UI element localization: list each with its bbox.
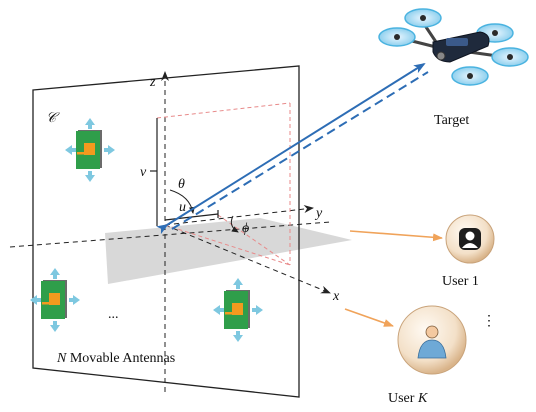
link-user-1: [349, 230, 443, 242]
user-k-icon: [397, 305, 467, 375]
antenna-ellipsis: ...: [108, 307, 119, 322]
theta-label: θ: [178, 177, 185, 192]
link-user-k: [344, 308, 394, 327]
y-axis-label: y: [314, 206, 323, 221]
movable-antenna-icon: [213, 278, 263, 342]
beam-dashed: [171, 71, 429, 230]
user-1-label: User 1: [442, 274, 479, 289]
user-k-label: User K: [388, 391, 428, 406]
aperture-label: 𝒞: [46, 111, 60, 126]
phi-label: ϕ: [242, 221, 249, 236]
movable-antenna-icon: [65, 118, 115, 182]
target-label: Target: [434, 113, 469, 128]
u-label: u: [179, 200, 186, 215]
uav-target-icon: [378, 8, 529, 86]
beam-solid: [156, 62, 426, 235]
ground-plane: [105, 218, 352, 284]
movable-antennas-label: N Movable Antennas: [56, 351, 175, 366]
movable-antenna-icon: [30, 268, 80, 332]
z-axis-label: z: [149, 75, 156, 90]
user-dots: ⋮: [482, 314, 496, 329]
user-1-icon: [445, 214, 495, 264]
v-label: v: [140, 165, 147, 180]
x-axis-label: x: [332, 289, 340, 304]
x-axis: [164, 224, 331, 294]
